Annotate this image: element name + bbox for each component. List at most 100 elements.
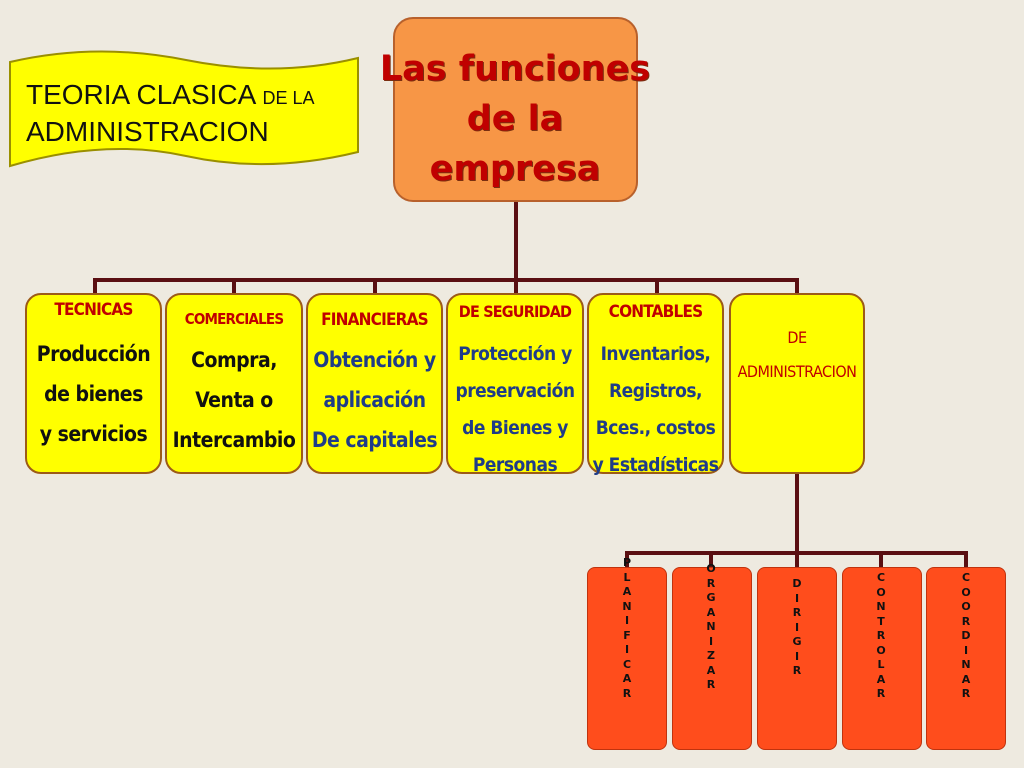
banner-line1-small: DE LA [262,88,315,108]
vertical-letter: R [961,614,971,628]
vertical-letter: R [876,687,886,700]
function-box-contables [587,293,724,474]
desc-line: Inventarios, [600,343,711,365]
vertical-letter: I [794,591,800,605]
vertical-letter: I [624,614,630,627]
vertical-letter: R [961,687,971,700]
desc-line: Producción [36,342,151,366]
function-header-seguridad: DE SEGURIDAD [458,302,572,321]
function-desc-comerciales: Compra, Venta o Intercambio [162,340,306,460]
function-desc-seguridad: Protección y preservación de Bienes y Pe… [441,336,589,484]
admin-box-controlar [842,567,922,750]
vertical-letter: A [876,672,886,686]
function-desc-administracion: DE ADMINISTRACION [722,321,872,389]
vertical-letter: N [622,599,632,613]
vertical-letter: O [706,562,716,575]
function-desc-financieras: Obtención y aplicación De capitales [303,340,446,460]
vertical-letter: G [792,635,802,648]
vertical-letter: G [706,591,716,604]
vertical-letter: A [961,672,971,686]
vertical-letter: A [706,605,716,619]
vertical-letter: C [622,657,632,671]
desc-line: De capitales [311,428,438,452]
function-desc-contables: Inventarios, Registros, Bces., costos y … [582,336,729,484]
title-line: empresa [429,149,601,189]
vertical-letter: O [961,585,971,599]
desc-line: Bces., costos [595,417,716,439]
desc-line: Personas [472,454,558,476]
vertical-letter: L [877,658,885,671]
banner-title: TEORIA CLASICA DE LA ADMINISTRACION [26,78,396,149]
desc-line: Intercambio [172,428,296,452]
banner-line2: ADMINISTRACION [26,116,269,147]
function-box-financieras [306,293,443,474]
desc-line: Compra, [191,348,277,372]
function-desc-tecnicas: Producción de bienes y servicios [25,334,162,454]
vertical-letter: R [706,576,716,590]
vertical-letter: O [876,585,886,599]
vertical-letter: R [792,664,802,677]
vertical-letter: D [961,629,971,642]
vertical-letter: R [792,606,802,619]
banner-line1: TEORIA CLASICA [26,79,255,110]
vertical-letter: O [961,600,971,613]
vertical-letter: A [622,585,632,598]
vertical-letter: P [622,556,632,569]
admin-box-planificar [587,567,667,750]
vertical-letter: R [622,686,632,700]
vertical-letter: R [706,678,716,691]
function-box-seguridad [446,293,584,474]
function-header-tecnicas: TECNICAS [54,300,133,320]
desc-line: y Estadísticas [592,454,719,476]
vertical-letter: Z [707,649,715,662]
vertical-letter: I [794,649,800,663]
admin-box-coordinar [926,567,1006,750]
desc-line: Venta o [195,388,273,412]
desc-line: Registros, [608,380,703,402]
vertical-letter: D [792,577,802,590]
function-box-administracion [729,293,865,474]
vertical-letter: N [876,600,886,613]
vertical-letter: I [624,643,630,656]
vertical-letter: R [876,629,886,642]
title-line: de la [466,99,564,139]
desc-line: aplicación [323,388,426,412]
vertical-letter: T [877,614,885,628]
vertical-letter: F [623,628,631,642]
desc-line: y servicios [39,422,148,446]
vertical-letter: N [961,658,971,671]
title-line: Las funciones [379,49,651,89]
function-box-comerciales [165,293,303,474]
page-title: Las funciones de la empresa [360,44,670,194]
admin-box-organizar [672,567,752,750]
desc-line: Obtención y [313,348,436,372]
vertical-letter: L [623,570,631,584]
function-header-comerciales: COMERCIALES [184,310,284,328]
banner-scroll [9,50,359,168]
vertical-letter: I [963,643,969,657]
function-header-contables: CONTABLES [608,302,703,322]
admin-box-dirigir [757,567,837,750]
function-header-financieras: FINANCIERAS [321,310,429,330]
vertical-letter: A [706,663,716,677]
function-box-tecnicas [25,293,162,474]
vertical-letter: N [706,620,716,633]
vertical-letter: A [622,672,632,685]
vertical-letter: O [876,643,886,657]
vertical-letter: C [876,571,886,584]
vertical-letter: C [961,571,971,584]
desc-line: Protección y [458,343,572,365]
desc-line: de Bienes y [462,417,568,439]
desc-line: de bienes [44,382,143,406]
desc-line: DE [787,328,807,347]
vertical-letter: I [708,634,714,648]
desc-line: ADMINISTRACION [737,362,857,381]
title-box [393,17,638,202]
vertical-letter: I [794,620,800,634]
